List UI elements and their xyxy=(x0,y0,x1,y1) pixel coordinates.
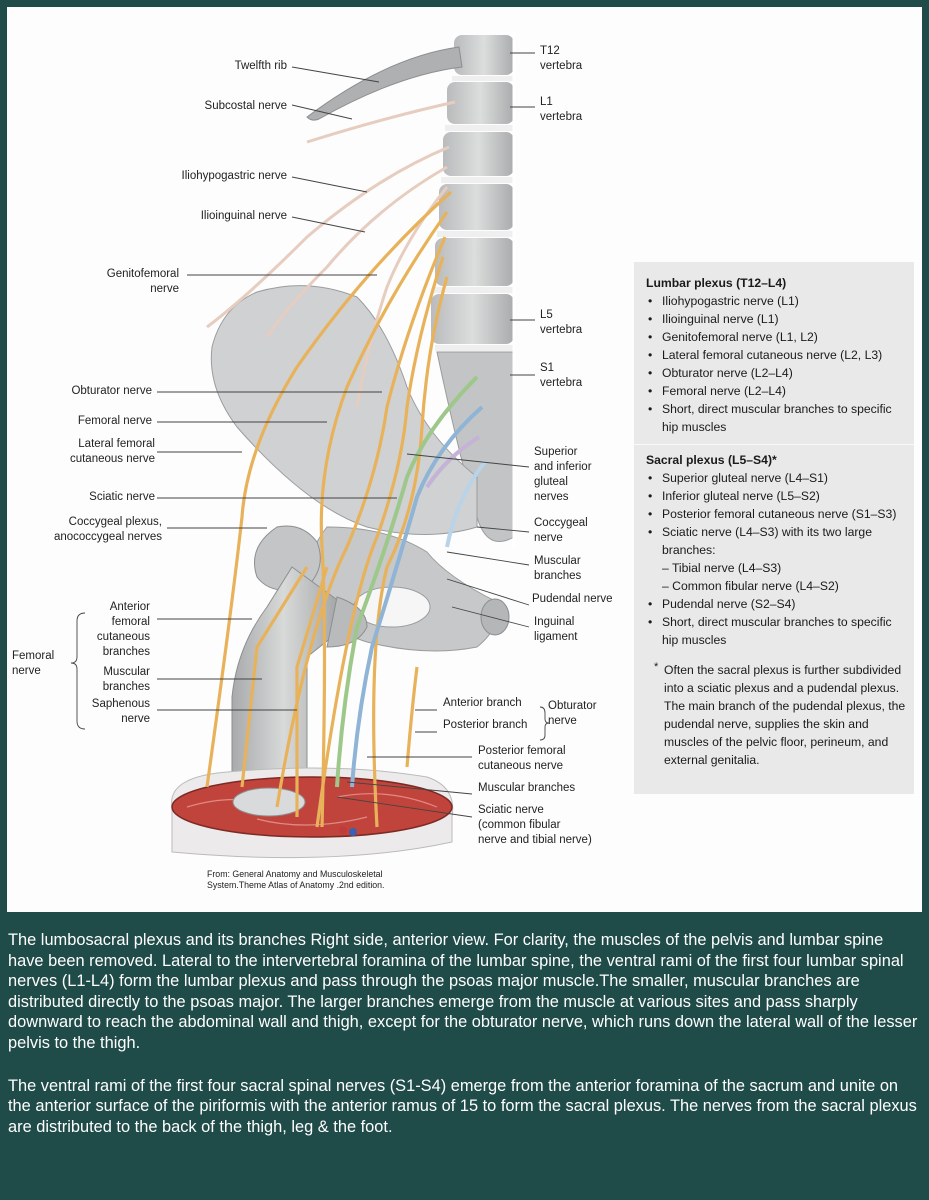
label-obturator-nerve: Obturator nerve xyxy=(71,385,152,397)
list-subitem: – Common fibular nerve (L4–S2) xyxy=(662,579,839,593)
leader-lines xyxy=(70,52,550,818)
label-twelfth-rib: Twelfth rib xyxy=(234,60,287,72)
label-sciatic-nerve-bottom: Sciatic nerve (common fibular nerve and … xyxy=(478,804,592,846)
note-text: Often the sacral plexus is further subdi… xyxy=(664,663,906,767)
list-item: Obturator nerve (L2–L4) xyxy=(646,364,908,382)
list-subitem: – Tibial nerve (L4–S3) xyxy=(662,561,782,575)
list-item: Femoral nerve (L2–L4) xyxy=(646,382,908,400)
label-coccygeal-nerve: Coccygeal nerve xyxy=(534,517,588,544)
label-muscular-branches-bottom: Muscular branches xyxy=(478,782,576,794)
label-genitofemoral-nerve: Genitofemoral nerve xyxy=(106,268,179,295)
sacral-plexus-note: * Often the sacral plexus is further sub… xyxy=(654,661,906,769)
list-item: Short, direct muscular branches to speci… xyxy=(646,613,908,649)
label-t12-vertebra: T12 vertebra xyxy=(540,45,583,72)
label-muscular-branches-right: Muscular branches xyxy=(534,555,582,582)
note-asterisk: * xyxy=(654,661,659,673)
legend-divider xyxy=(634,444,914,445)
thigh-cross-section xyxy=(171,767,454,859)
list-item: Inferior gluteal nerve (L5–S2) xyxy=(646,487,908,505)
label-muscular-branches-femoral: Muscular branches xyxy=(102,666,150,693)
label-gluteal-nerves: Superior and inferior gluteal nerves xyxy=(534,446,592,503)
vertebral-column xyxy=(431,32,516,547)
caption-paragraph-2: The ventral rami of the first four sacra… xyxy=(8,1076,917,1136)
label-coccygeal-plexus: Coccygeal plexus, anococcygeal nerves xyxy=(53,516,162,543)
list-item: Superior gluteal nerve (L4–S1) xyxy=(646,469,908,487)
caption-paragraph-1: The lumbosacral plexus and its branches … xyxy=(8,931,918,1052)
label-pudendal-nerve: Pudendal nerve xyxy=(532,593,613,605)
list-item: Lateral femoral cutaneous nerve (L2, L3) xyxy=(646,346,908,364)
anatomy-illustration xyxy=(70,32,550,859)
source-credit: From: General Anatomy and Musculoskeleta… xyxy=(207,869,385,890)
sacral-plexus-list: Superior gluteal nerve (L4–S1) Inferior … xyxy=(634,469,914,649)
twelfth-rib xyxy=(306,46,463,121)
caption-panel: The lumbosacral plexus and its branches … xyxy=(8,930,920,1159)
label-iliohypogastric-nerve: Iliohypogastric nerve xyxy=(181,170,287,182)
sacral-plexus-heading: Sacral plexus (L5–S4)* xyxy=(646,453,777,467)
label-obturator-nerve-group: Obturator nerve xyxy=(548,700,597,727)
label-posterior-femoral-cutaneous-nerve: Posterior femoral cutaneous nerve xyxy=(478,745,566,772)
lumbar-plexus-heading: Lumbar plexus (T12–L4) xyxy=(646,276,787,290)
label-saphenous-nerve: Saphenous nerve xyxy=(91,698,150,725)
label-l5-vertebra: L5 vertebra xyxy=(540,309,583,336)
list-item: Sciatic nerve (L4–S3) with its two large… xyxy=(646,523,908,559)
label-femoral-nerve: Femoral nerve xyxy=(77,415,152,427)
label-anterior-branch: Anterior branch xyxy=(443,697,522,709)
list-item: Pudendal nerve (S2–S4) xyxy=(646,595,908,613)
label-inguinal-ligament: Inguinal ligament xyxy=(534,616,578,643)
label-posterior-branch: Posterior branch xyxy=(443,719,528,731)
plexus-legend-box: Lumbar plexus (T12–L4) Iliohypogastric n… xyxy=(634,262,914,794)
label-ilioinguinal-nerve: Ilioinguinal nerve xyxy=(200,210,287,222)
label-s1-vertebra: S1 vertebra xyxy=(540,362,583,389)
sacral-nerves xyxy=(335,375,487,788)
list-item: Posterior femoral cutaneous nerve (S1–S3… xyxy=(646,505,908,523)
label-sciatic-nerve: Sciatic nerve xyxy=(89,491,155,503)
label-anterior-femoral-cutaneous-branches: Anterior femoral cutaneous branches xyxy=(96,601,150,658)
label-subcostal-nerve: Subcostal nerve xyxy=(204,100,287,112)
label-femoral-nerve-group: Femoral nerve xyxy=(12,650,55,677)
label-l1-vertebra: L1 vertebra xyxy=(540,96,583,123)
lumbar-nerves xyxy=(205,190,453,828)
list-item: Genitofemoral nerve (L1, L2) xyxy=(646,328,908,346)
list-item: Ilioinguinal nerve (L1) xyxy=(646,310,908,328)
list-item: Iliohypogastric nerve (L1) xyxy=(646,292,908,310)
figure-panel: Twelfth rib Subcostal nerve Iliohypogast… xyxy=(7,7,922,912)
label-lateral-femoral-cutaneous-nerve: Lateral femoral cutaneous nerve xyxy=(69,438,155,465)
lumbar-plexus-list: Iliohypogastric nerve (L1) Ilioinguinal … xyxy=(634,292,914,436)
list-item: Short, direct muscular branches to speci… xyxy=(646,400,908,436)
